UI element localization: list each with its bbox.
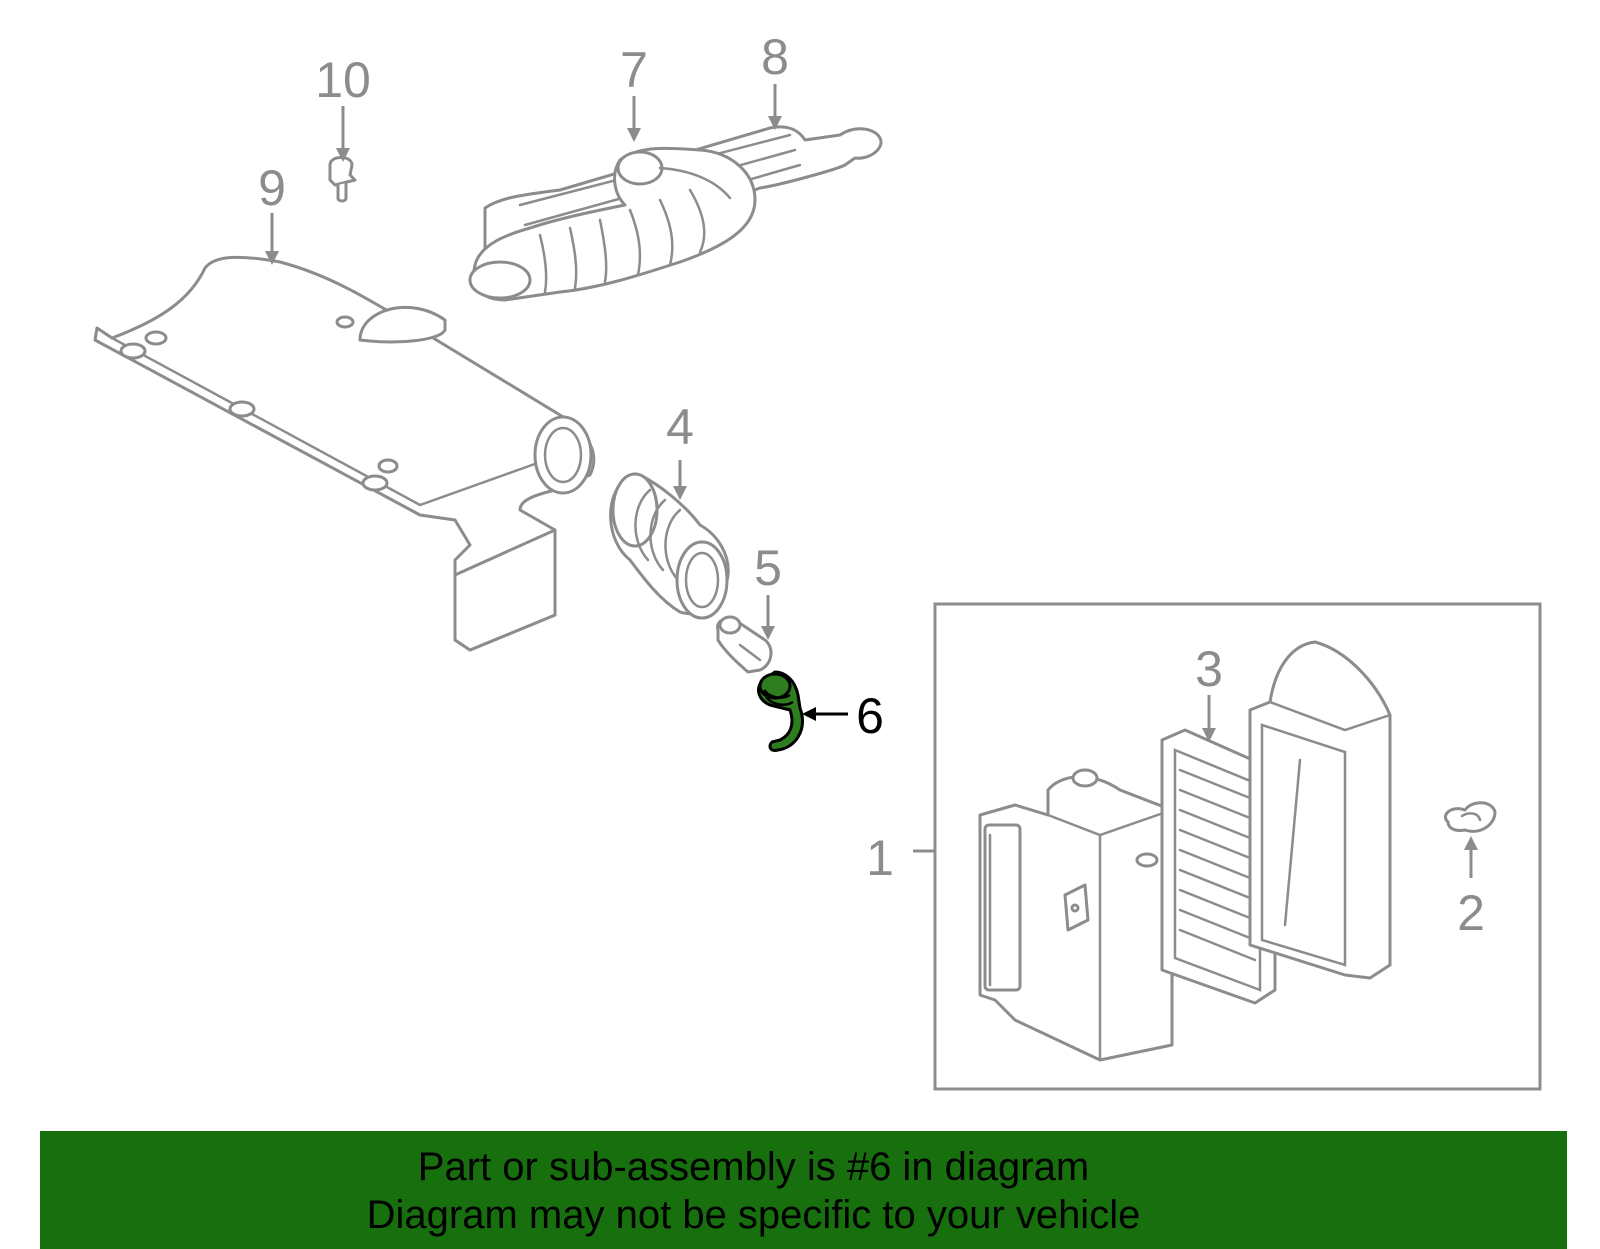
callout-10: 10 (315, 52, 371, 108)
part-6-hose-highlighted[interactable] (757, 670, 804, 752)
callout-7: 7 (620, 42, 648, 98)
part-9-upper-duct[interactable] (93, 255, 596, 652)
part-5-connector[interactable] (716, 615, 773, 674)
footer-line-2: Diagram may not be specific to your vehi… (366, 1193, 1141, 1237)
footer-line-1: Part or sub-assembly is #6 in diagram (417, 1145, 1090, 1189)
callout-1: 1 (866, 830, 894, 886)
part-1-assembly-box[interactable] (933, 602, 1542, 1091)
leader-arrows (265, 84, 1478, 878)
callout-6-highlighted: 6 (856, 688, 884, 744)
callout-3: 3 (1195, 641, 1223, 697)
part-2-clip[interactable] (1443, 801, 1497, 833)
callout-9: 9 (258, 160, 286, 216)
callout-4: 4 (666, 399, 694, 455)
callout-8: 8 (761, 29, 789, 85)
callout-5: 5 (754, 540, 782, 596)
part-7-resonator-hose[interactable] (468, 146, 757, 302)
callout-2: 2 (1457, 885, 1485, 941)
callout-labels: 1 2 3 4 5 6 7 8 9 10 (258, 29, 1485, 941)
footer-banner: Part or sub-assembly is #6 in diagram Di… (40, 1131, 1567, 1249)
part-10-clip[interactable] (328, 156, 357, 203)
part-4-intake-hose[interactable] (609, 472, 730, 620)
